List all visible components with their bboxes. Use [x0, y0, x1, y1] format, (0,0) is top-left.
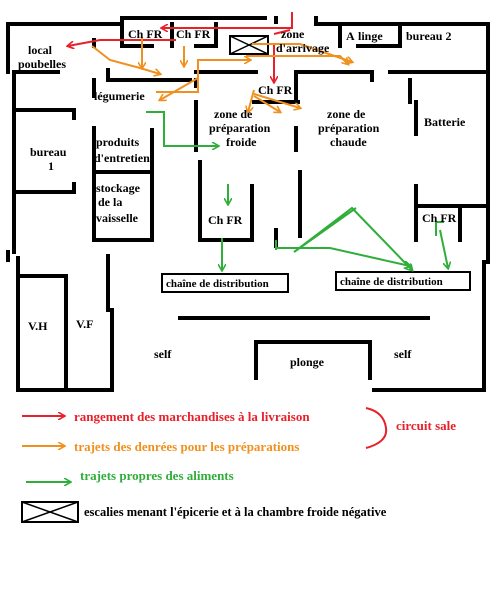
local-poubelles-label-1: local [28, 43, 53, 57]
legend-stairs-label: escalies menant l'épicerie et à la chamb… [84, 505, 387, 519]
legend-green-label: trajets propres des aliments [80, 468, 234, 483]
self-right-label: self [394, 347, 412, 361]
plonge-label: plonge [290, 355, 325, 369]
chaine-distribution-right-box [335, 271, 471, 291]
orange-flows [91, 38, 352, 112]
chfr-right-label: Ch FR [422, 211, 457, 225]
chfr-left-label: Ch FR [208, 213, 243, 227]
legend-stairs-icon [21, 501, 79, 523]
local-poubelles-label-2: poubelles [18, 57, 66, 71]
self-left-label: self [154, 347, 172, 361]
zone-prep-chaude-label-3: chaude [330, 135, 367, 149]
batterie-label: Batterie [424, 115, 466, 129]
produits-label-2: d'entretien [94, 151, 150, 165]
chaine-2-label: chaîne de distribution [340, 276, 443, 288]
stockage-label-1: stockage [96, 181, 141, 195]
chaine-distribution-left-box [161, 273, 289, 293]
chfr-center-label: Ch FR [258, 83, 293, 97]
zone-arrivage-label-2: d'arrivage [276, 41, 330, 55]
chaine-1-label: chaîne de distribution [166, 278, 269, 290]
green-flows [146, 111, 448, 270]
zone-prep-froide-label-1: zone de [214, 107, 253, 121]
bureau-2-label: bureau 2 [406, 29, 451, 43]
legend-red-label: rangement des marchandises à la livraiso… [74, 409, 310, 424]
bureau-1-label-1: bureau [30, 145, 67, 159]
legumerie-label: légumerie [94, 89, 145, 103]
vh-label: V.H [28, 319, 48, 333]
zone-prep-chaude-label-2: préparation [318, 121, 380, 135]
walls [6, 16, 490, 392]
zone-prep-froide-label-2: préparation [209, 121, 271, 135]
zone-prep-froide-label-3: froide [226, 135, 257, 149]
linge-label: linge [358, 29, 383, 43]
bureau-1-label-2: 1 [48, 159, 54, 173]
produits-label-1: produits [96, 135, 139, 149]
circuit-sale-label: circuit sale [396, 418, 456, 433]
legend-orange-label: trajets des denrées pour les préparation… [74, 439, 299, 454]
red-flows [68, 12, 293, 82]
zone-prep-chaude-label-1: zone de [327, 107, 366, 121]
linge-prefix: A [346, 29, 355, 43]
zone-arrivage-label-1: zone [281, 27, 305, 41]
vf-label: V.F [76, 317, 93, 331]
chfr-2-label: Ch FR [176, 27, 211, 41]
stockage-label-3: vaisselle [96, 211, 139, 225]
circuit-sale-brace [365, 407, 388, 449]
stockage-label-2: de la [98, 195, 122, 209]
chfr-1-label: Ch FR [128, 27, 163, 41]
legend: rangement des marchandises à la livraiso… [21, 407, 456, 523]
